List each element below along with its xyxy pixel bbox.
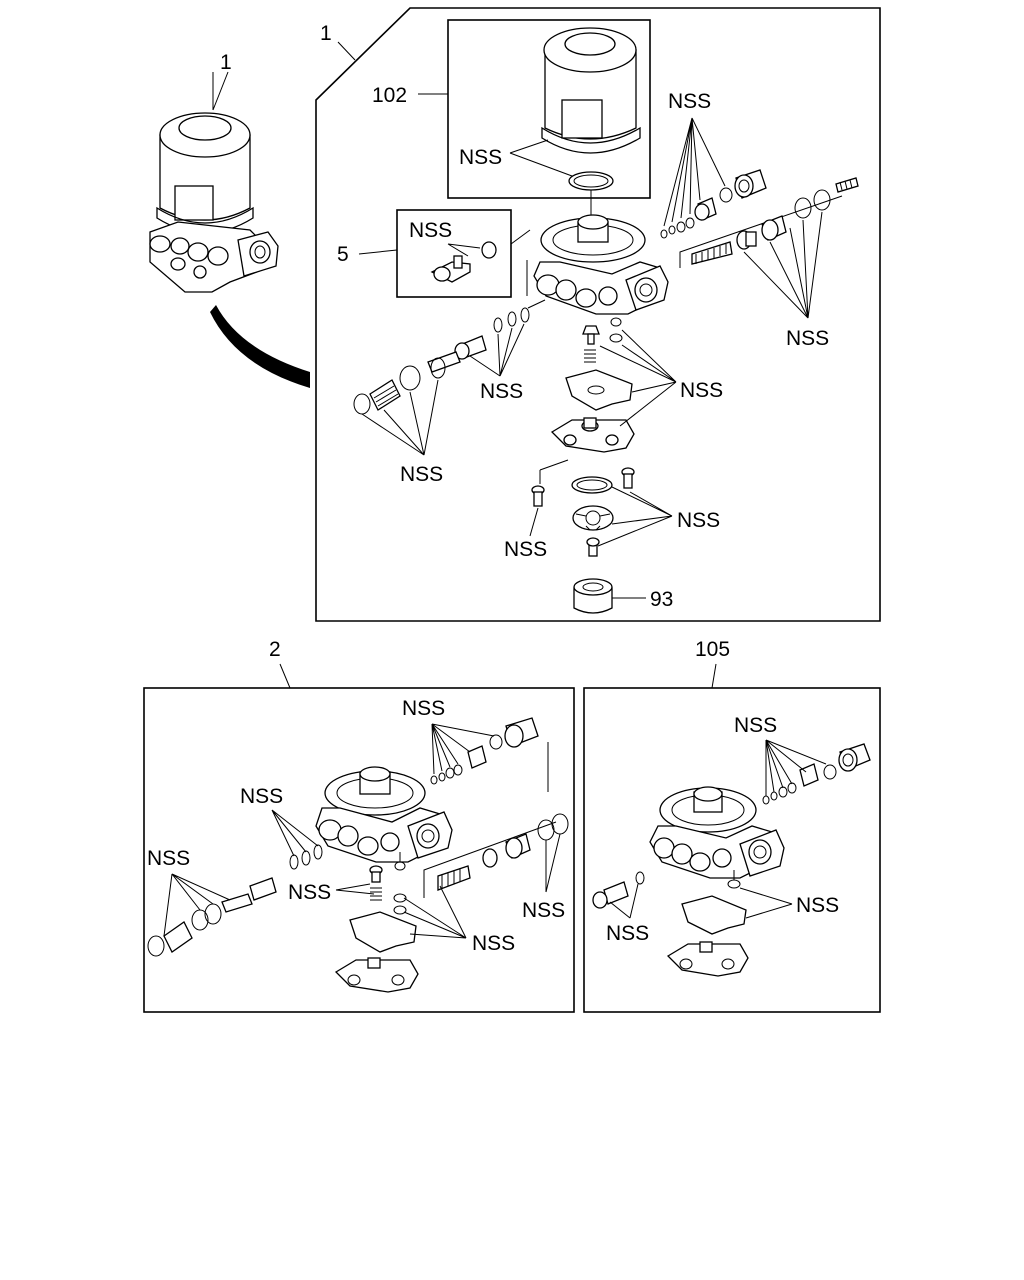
detail-frame-2	[143, 687, 575, 1013]
callout-nss-lower-right: NSS	[786, 327, 829, 350]
callout-nss-a2-upper-left: NSS	[240, 785, 283, 808]
callout-part-93: 93	[650, 588, 673, 611]
callout-nss-part-5-box: NSS	[409, 219, 452, 242]
part-box-5	[396, 209, 512, 298]
valve-housing-main	[533, 214, 669, 315]
detail-frame-105	[583, 687, 881, 1013]
callout-nss-a105-right: NSS	[796, 894, 839, 917]
callout-nss-a2-right: NSS	[522, 899, 565, 922]
callout-nss-seal-cartridge: NSS	[459, 146, 502, 169]
valve-parts-lower-center	[531, 317, 635, 614]
callout-nss-a105-top: NSS	[734, 714, 777, 737]
callout-nss-center: NSS	[680, 379, 723, 402]
air-dryer-assembly-illustration	[149, 112, 279, 293]
callout-nss-a2-lower: NSS	[472, 932, 515, 955]
valve-parts-upper-right	[660, 169, 767, 239]
callout-nss-left-middle: NSS	[480, 380, 523, 403]
callout-nss-a2-left: NSS	[147, 847, 190, 870]
callout-part-5: 5	[337, 243, 349, 266]
callout-nss-a2-center: NSS	[288, 881, 331, 904]
leader-line-1b	[212, 71, 229, 111]
callout-nss-a105-left: NSS	[606, 922, 649, 945]
callout-nss-left-lower: NSS	[400, 463, 443, 486]
valve-parts-lower-right	[691, 177, 859, 265]
valve-assembly-105-illustration	[592, 743, 871, 977]
valve-part-5	[430, 241, 497, 283]
callout-nss-lower-center: NSS	[677, 509, 720, 532]
callout-assembly-1-detail: 1	[320, 22, 332, 45]
valve-assembly-2-illustration	[147, 717, 569, 993]
callout-nss-a2-top: NSS	[402, 697, 445, 720]
detail-arrow	[210, 305, 310, 388]
callout-assembly-1-left: 1	[220, 51, 232, 74]
callout-filter-cartridge-102: 102	[372, 84, 407, 107]
detail-frame-1	[315, 7, 881, 622]
filter-cartridge-102	[541, 27, 641, 191]
valve-parts-left	[353, 307, 530, 415]
callout-assembly-2: 2	[269, 638, 281, 661]
callout-assembly-105: 105	[695, 638, 730, 661]
callout-nss-bolt: NSS	[504, 538, 547, 561]
cartridge-box-102	[447, 19, 651, 199]
callout-nss-upper-right: NSS	[668, 90, 711, 113]
